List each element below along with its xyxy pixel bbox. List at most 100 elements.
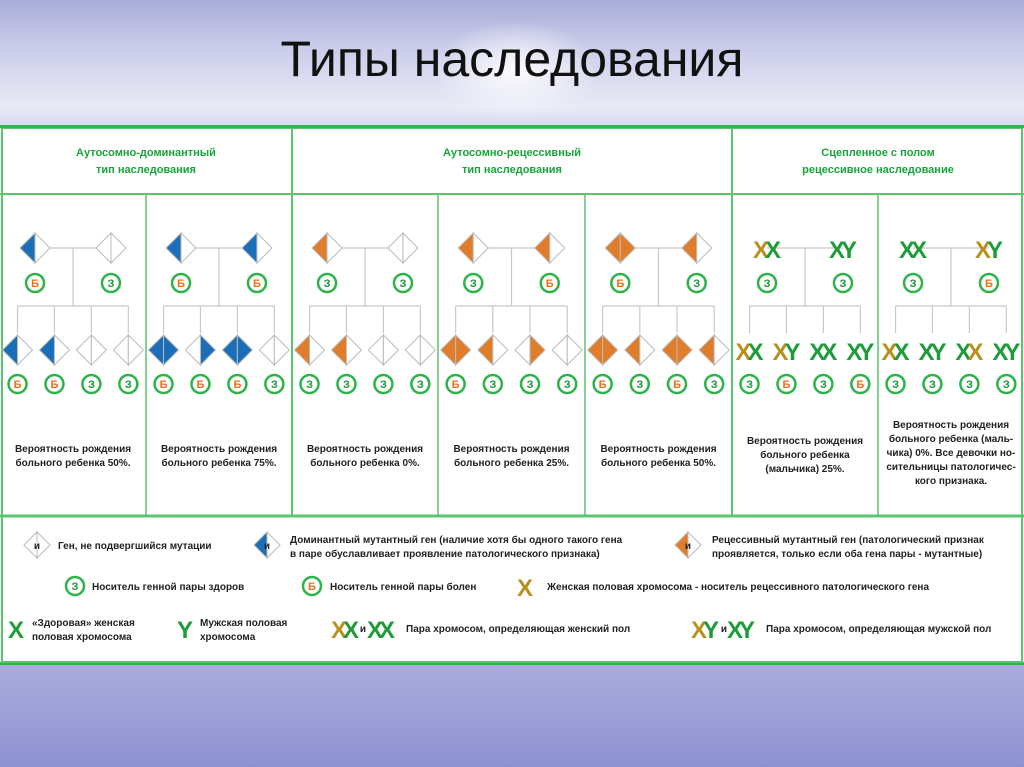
child-status-mark-label: Б [51,379,59,391]
child-status-mark [592,373,613,395]
legend-healthy-mark [64,575,86,597]
gene-diamond-icon [551,333,583,367]
child-status-mark-label: З [746,379,753,391]
legend-y-icon: Y [177,617,193,644]
parent-status-mark [246,272,268,294]
child-status-mark [190,373,211,395]
gene-half-right [402,231,419,265]
gene-half-left [387,231,404,265]
legend-and-2: и [721,624,727,635]
gene-half-left [534,231,551,265]
child-status-mark [813,373,834,395]
chromosome-pair-icon: XY [772,339,800,366]
child-status-mark [703,373,725,395]
parent-status-mark [100,272,122,294]
gene-half-left [457,231,474,265]
child-status-mark-label: З [929,379,936,391]
child-status-mark [118,373,139,395]
child-status-mark-label: Б [233,379,241,391]
probability-text: больного ребенка 25%. [454,457,569,469]
gene-diamond-icon [23,530,51,560]
chromosome-left: X [955,339,971,366]
parent-status-mark [686,272,707,294]
gene-diamond-icon [604,231,636,265]
chromosome-left: X [367,617,383,644]
gene-half-right [53,333,71,367]
parent-status-mark-label: З [840,278,847,290]
child-status-mark [153,373,174,395]
chromosome-left: X [753,237,769,264]
legend-healthy-carrier: Носитель генной пары здоров [92,582,244,593]
chromosome-pair-icon: XY [829,237,857,264]
gene-half-right [455,333,472,367]
legend-male-y-line1: Мужская половая [200,618,288,629]
gene-half-right [36,530,51,560]
gene-half-left [293,333,311,367]
chromosome-left: X [829,237,845,264]
gene-diamond-icon [258,333,291,367]
gene-half-left [698,333,715,367]
gene-half-left [38,333,55,367]
chromosome-pair-icon: XY [918,339,946,366]
gene-diamond-icon [221,333,254,367]
column-header-line1: Сцепленное с полом [821,147,934,159]
child-status-mark [629,373,651,395]
gene-diamond-icon [387,231,419,265]
legend-recessive-line1: Рецессивный мутантный ген (патологически… [712,535,985,546]
gene-diamond-icon [514,333,546,367]
chromosome-right: Y [858,339,874,366]
gene-half-left [165,231,182,265]
gene-half-right [34,231,51,265]
gene-diamond-icon [1,333,34,367]
legend-female-carrier: Женская половая хромосома - носитель рец… [546,582,929,593]
probability-text: Вероятность рождения [893,420,1009,431]
gene-diamond-icon [457,231,489,265]
legend-healthy-x-line2: половая хромосома [32,632,132,643]
gene-half-right [110,231,127,265]
child-status-mark [299,373,320,395]
chromosome-left: X [691,617,707,644]
probability-text: Вероятность рождения [15,444,131,455]
child-status-mark [482,373,504,395]
gene-half-left [258,333,275,367]
child-status-mark-label: Б [160,379,168,391]
parent-status-mark-label: Б [985,278,993,290]
gene-half-right [199,333,217,367]
child-status-mark-label: З [820,379,827,391]
chromosome-right: X [765,237,781,264]
chromosome-pair-icon: XX [753,237,781,264]
gene-half-left [1,333,19,367]
column-header-line2: тип наследования [96,164,196,176]
chromosome-left: X [975,237,991,264]
child-status-mark [556,373,578,395]
gene-half-left [439,333,457,367]
child-status-mark-label: З [306,379,313,391]
gene-half-right [676,333,693,367]
chromosome-left: X [899,237,915,264]
legend-recessive-mark: и [685,541,691,552]
legend-and: и [360,624,366,635]
gene-half-left [367,333,384,367]
chromosome-left: X [809,339,825,366]
child-status-mark [81,373,102,395]
parent-status-mark [539,272,560,294]
gene-half-left [661,333,678,367]
chromosome-right: X [911,237,927,264]
child-status-mark-label: З [1003,379,1010,391]
gene-diamond-icon [19,231,51,265]
child-status-mark-label: З [892,379,899,391]
legend-gene-mark: и [34,541,40,552]
gene-half-right [602,333,619,367]
gene-half-left [112,333,129,367]
gene-diamond-icon [253,530,281,560]
legend-dominant-mark: и [264,541,270,552]
gene-diamond-icon [241,231,273,265]
parent-status-mark-label: Б [31,278,39,290]
gene-half-right [492,333,509,367]
gene-half-right [17,333,34,367]
child-status-mark-label: З [636,379,643,391]
gene-half-right [127,333,145,367]
gene-half-right [529,333,546,367]
chromosome-left: X [992,339,1008,366]
